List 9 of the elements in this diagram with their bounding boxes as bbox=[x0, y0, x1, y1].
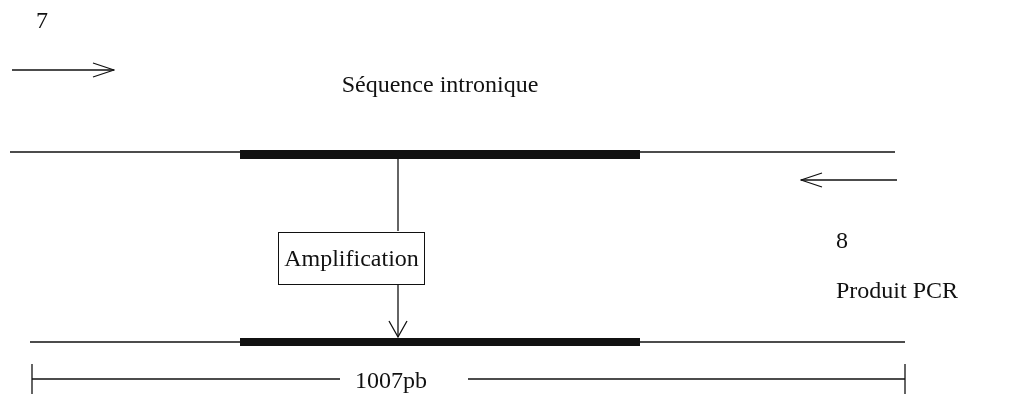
process-box: Amplification bbox=[278, 232, 425, 285]
primer-number: 7 bbox=[36, 8, 48, 32]
sequence-label: Séquence intronique bbox=[340, 72, 540, 96]
arrow bbox=[388, 284, 408, 338]
connector-line bbox=[397, 158, 399, 232]
amplified-segment bbox=[240, 338, 640, 346]
dimension-label: 1007pb bbox=[355, 368, 427, 392]
product-label: Produit PCR bbox=[836, 278, 959, 302]
primer-number: 8 bbox=[836, 228, 848, 252]
